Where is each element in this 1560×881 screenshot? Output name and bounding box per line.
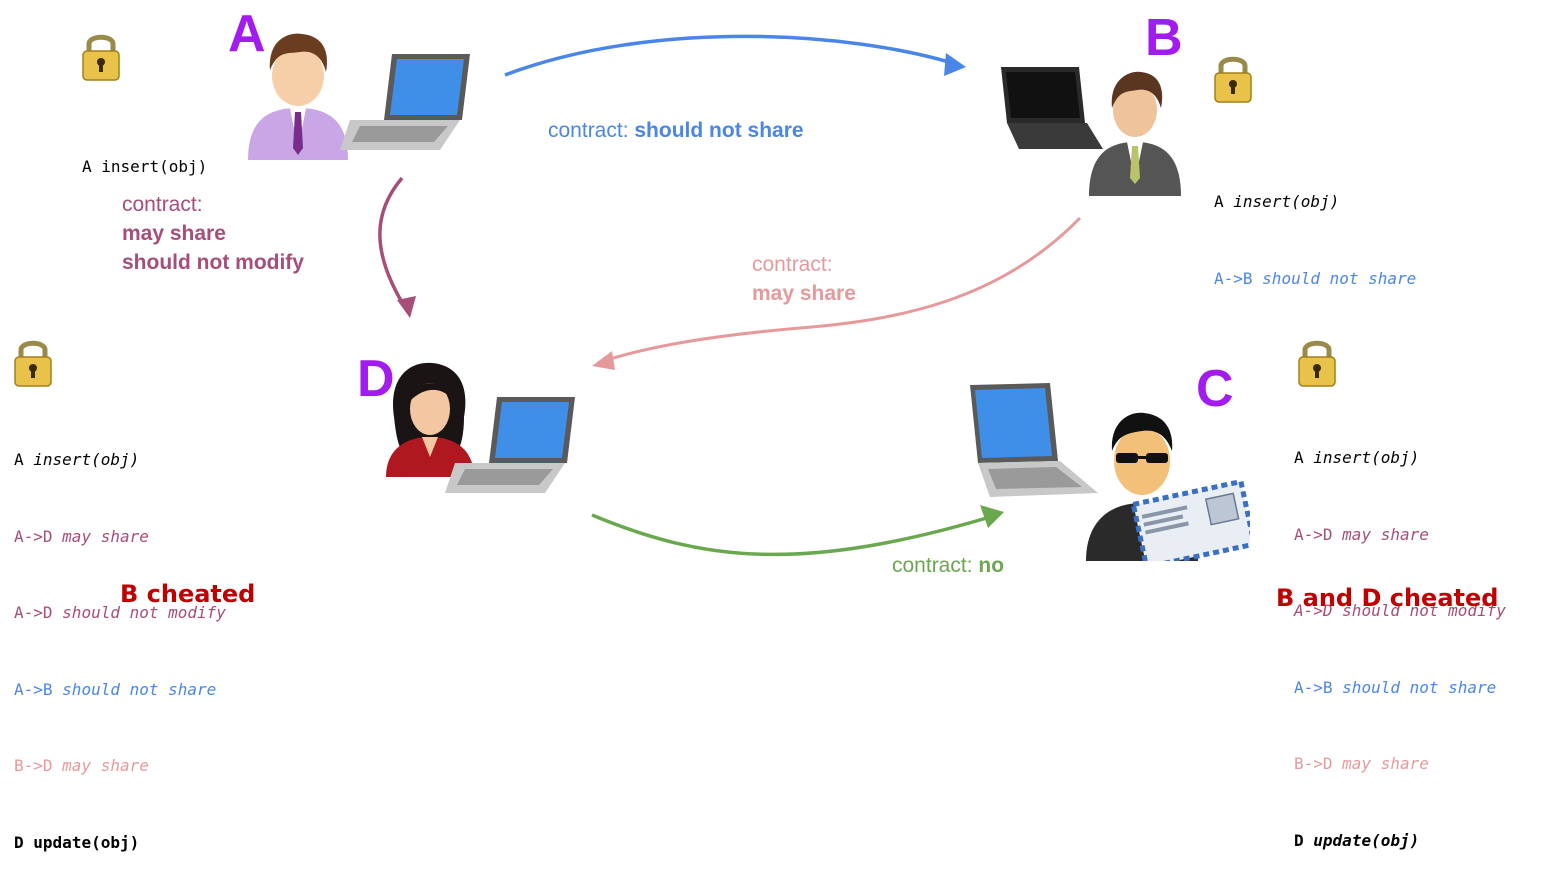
node-a: A (220, 0, 490, 170)
log-operation: insert(obj) (1233, 192, 1340, 211)
laptop-icon (970, 383, 1098, 497)
log-actor: D (14, 832, 24, 852)
log-term: should not share (1262, 268, 1417, 288)
contract-label-d-to-c: contract: no (892, 551, 1004, 580)
log-c-line: A->D may share (1294, 522, 1506, 548)
node-d: D (355, 345, 595, 505)
log-operation: insert(obj) (1313, 448, 1420, 467)
log-c-line: D update(obj) (1294, 828, 1506, 854)
arrow-d-to-c (591, 505, 1004, 557)
contract-label-a-to-b: contract: should not share (548, 116, 804, 145)
log-a-line: A insert(obj) (82, 154, 207, 180)
log-actor: A->B (1214, 268, 1253, 288)
node-label-d: D (357, 350, 395, 408)
log-actor: A (82, 157, 92, 176)
verdict-c: B and D cheated (1276, 584, 1499, 612)
contract-label-b-to-d: contract: may share (752, 250, 856, 308)
log-d-line: A->B should not share (14, 677, 226, 703)
node-b: B (995, 8, 1195, 198)
contract-label-a-to-d: contract: may share should not modify (122, 190, 304, 277)
padlock-icon (1298, 340, 1336, 387)
log-d-line: D update(obj) (14, 830, 226, 856)
padlock-icon (82, 34, 120, 81)
log-d: A insert(obj) A->D may share A->D should… (14, 396, 226, 881)
log-actor: B->D (1294, 754, 1333, 773)
arrow-a-to-b (504, 34, 966, 77)
log-operation: update(obj) (33, 832, 140, 852)
log-b: A insert(obj) A->B should not share (1214, 138, 1416, 317)
spy-with-badge-icon (1086, 412, 1250, 561)
padlock-icon (1214, 56, 1252, 103)
businessman-icon (1089, 71, 1181, 196)
log-operation: update(obj) (1313, 830, 1420, 850)
node-label-a: A (228, 5, 266, 63)
log-d-line: B->D may share (14, 753, 226, 779)
arrows-layer (378, 34, 1082, 557)
contract-term: should not modify (122, 251, 304, 274)
log-b-line: A->B should not share (1214, 266, 1416, 292)
contract-prefix: contract: (548, 119, 635, 142)
log-term: may share (1342, 524, 1429, 544)
contract-prefix: contract: (892, 554, 979, 577)
contract-prefix: contract: (752, 253, 833, 276)
log-actor: A (14, 450, 24, 469)
log-actor: A->D (14, 526, 53, 546)
laptop-icon (340, 54, 470, 150)
log-d-line: A->D may share (14, 524, 226, 550)
contract-prefix: contract: (122, 193, 203, 216)
verdict-d: B cheated (120, 580, 256, 608)
log-operation: insert(obj) (33, 450, 140, 469)
log-actor: A (1294, 448, 1304, 467)
log-c: A insert(obj) A->D may share A->D should… (1294, 394, 1506, 879)
log-c-line: A insert(obj) (1294, 445, 1506, 471)
log-actor: A (1214, 192, 1224, 211)
log-a: A insert(obj) (82, 103, 207, 205)
log-term: may share (1342, 754, 1429, 773)
node-label-b: B (1145, 9, 1183, 67)
businesswoman-icon (386, 362, 474, 477)
contract-terms: no (978, 554, 1005, 577)
log-actor: A->B (14, 679, 53, 699)
log-term: should not share (62, 679, 217, 699)
log-d-line: A insert(obj) (14, 447, 226, 473)
log-term: may share (62, 756, 149, 775)
log-operation: insert(obj) (101, 157, 208, 176)
arrow-b-to-d (592, 216, 1082, 370)
log-actor: A->D (1294, 524, 1333, 544)
laptop-icon (445, 397, 575, 493)
log-actor: A->B (1294, 677, 1333, 697)
laptop-icon (1001, 67, 1103, 149)
log-c-line: B->D may share (1294, 751, 1506, 777)
contract-terms: should not share (634, 119, 804, 142)
padlock-icon (14, 340, 52, 387)
log-actor: B->D (14, 756, 53, 775)
arrow-a-to-d (378, 176, 416, 318)
node-c: C (950, 355, 1250, 570)
businessman-icon (248, 33, 348, 160)
log-actor: D (1294, 830, 1304, 850)
node-label-c: C (1196, 360, 1234, 418)
log-b-line: A insert(obj) (1214, 189, 1416, 215)
log-c-line: A->B should not share (1294, 675, 1506, 701)
contract-term: may share (122, 222, 226, 245)
contract-term: may share (752, 282, 856, 305)
log-term: may share (62, 526, 149, 546)
log-term: should not share (1342, 677, 1497, 697)
